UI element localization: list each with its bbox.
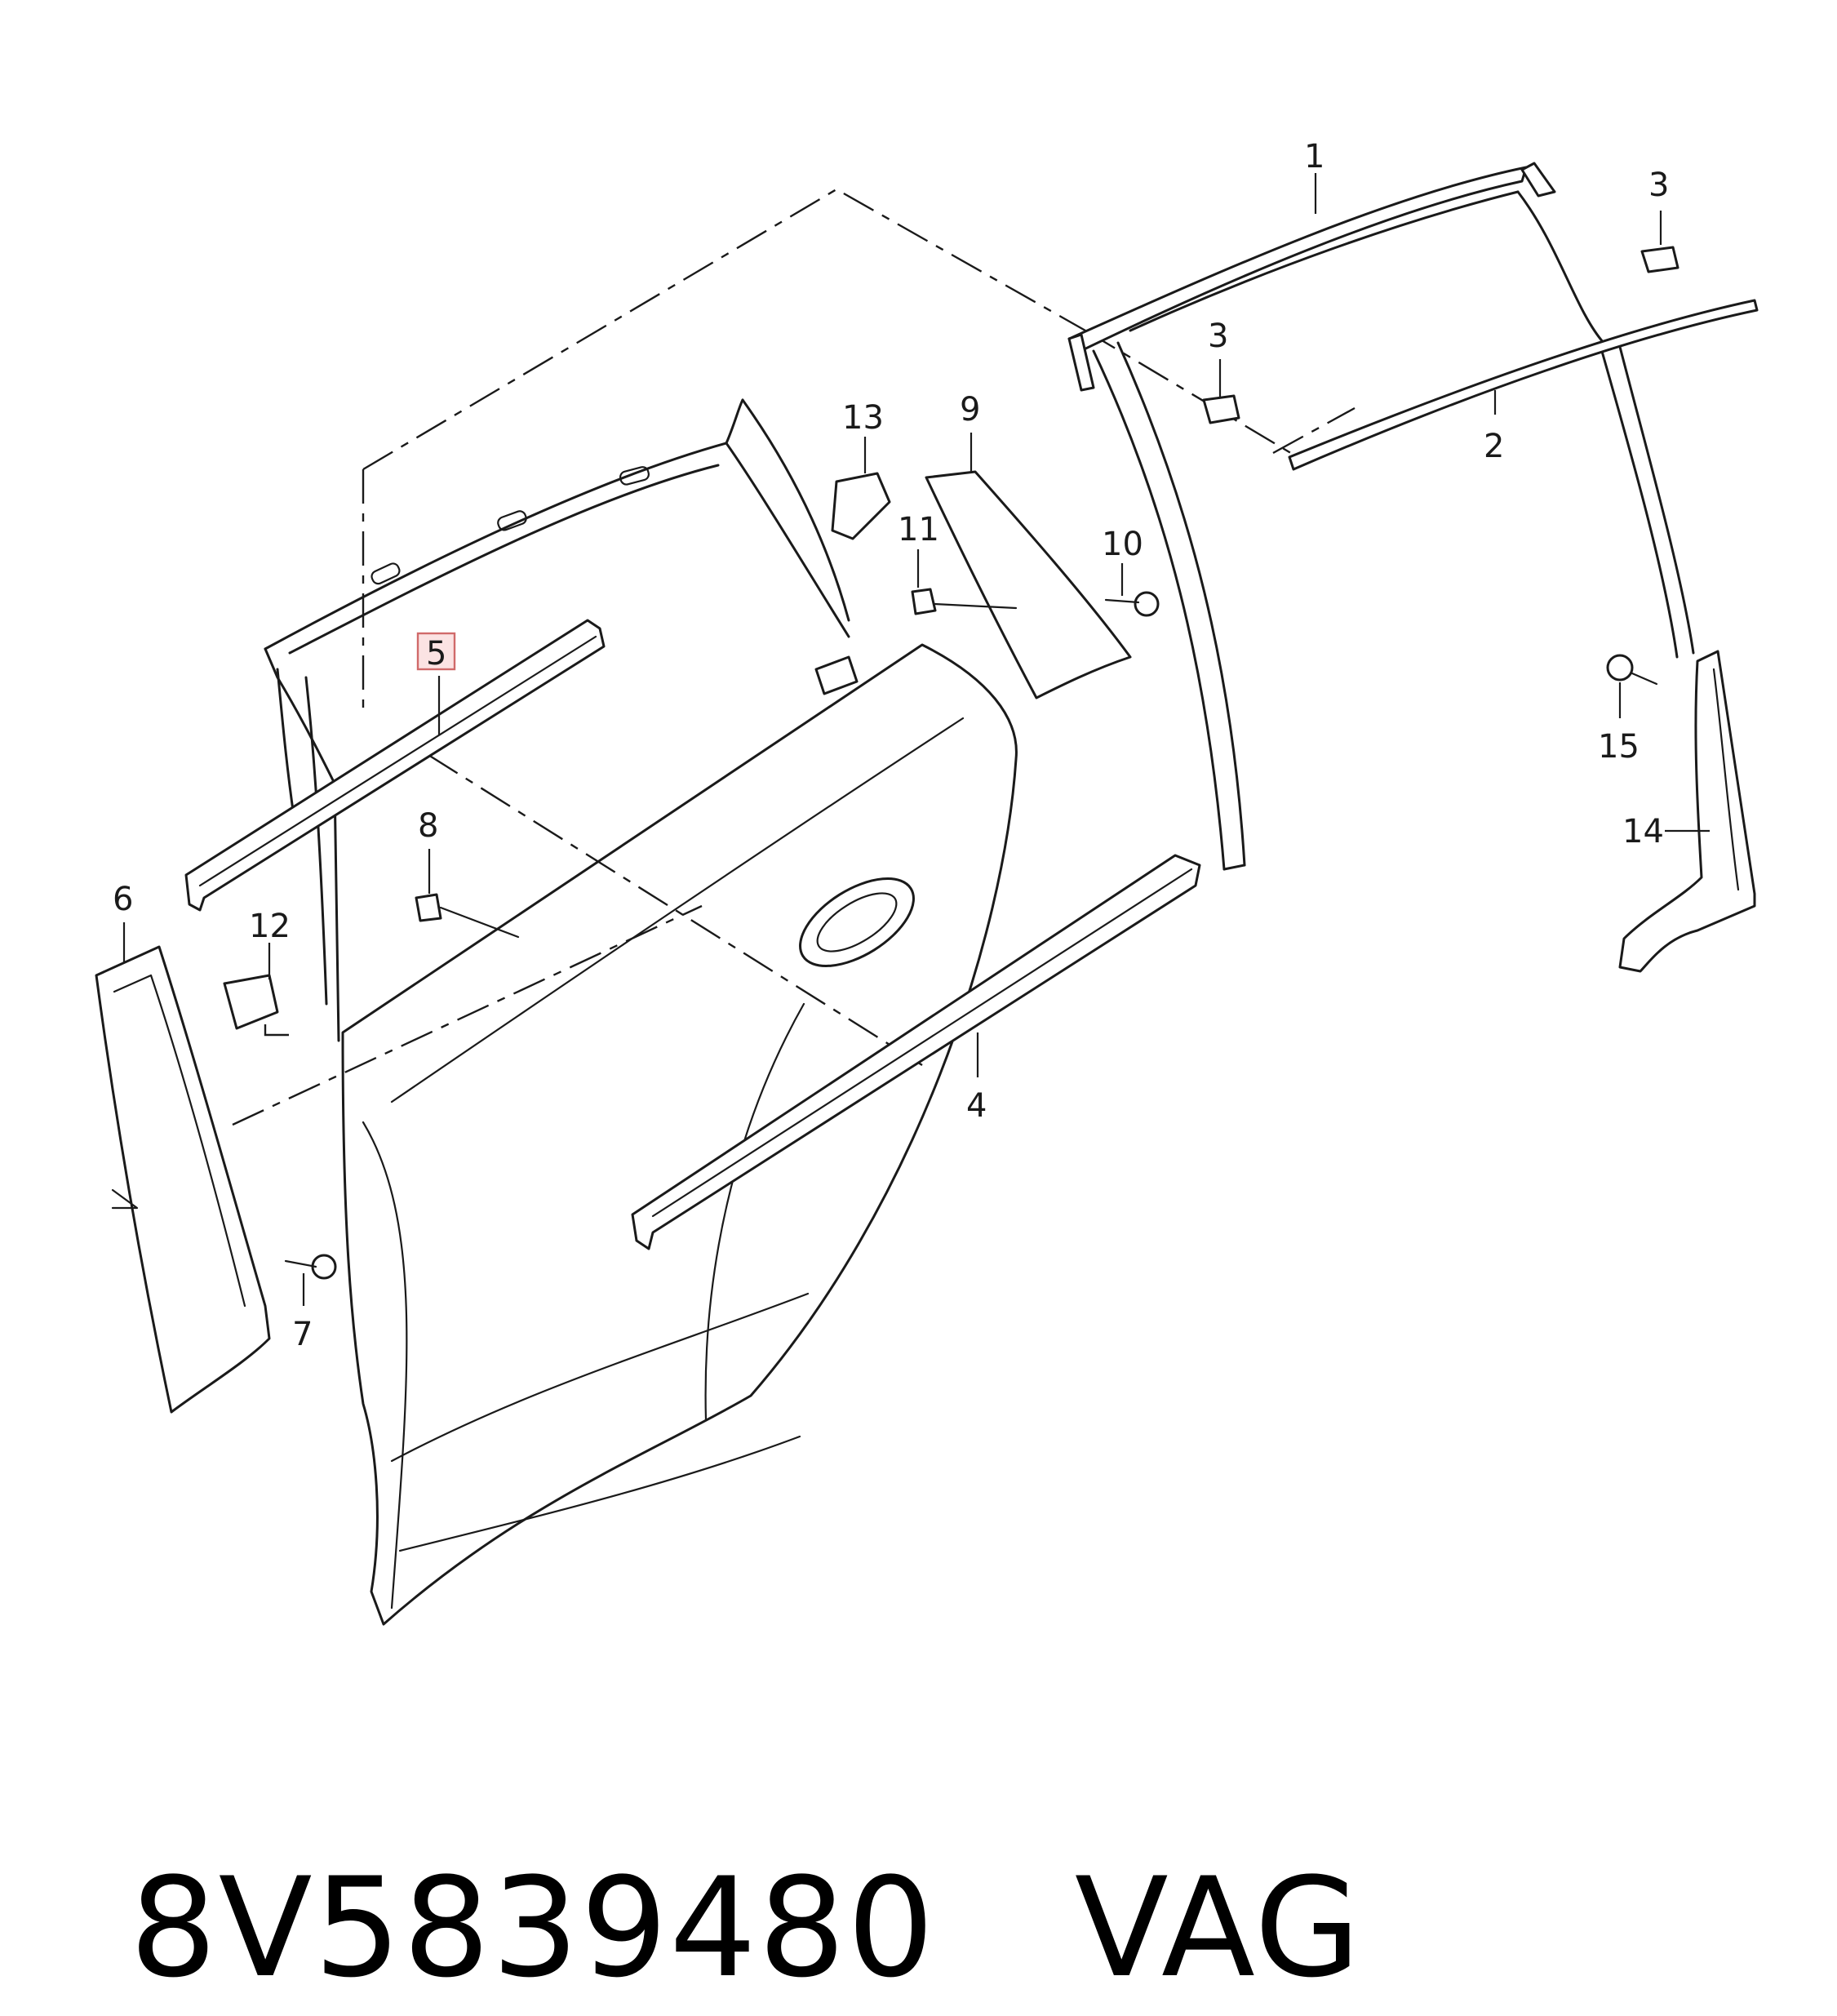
callout-4: 4 xyxy=(966,1087,987,1125)
clip-part-11 xyxy=(911,588,1018,615)
callout-9: 9 xyxy=(960,391,980,429)
callout-13: 13 xyxy=(842,399,884,437)
brand-name: VAG xyxy=(1074,1848,1363,2008)
callout-14: 14 xyxy=(1622,813,1664,850)
callout-7: 7 xyxy=(292,1316,313,1353)
assembly-reference-lines xyxy=(232,188,1356,1126)
part-number: 8V5839480 xyxy=(129,1848,936,2008)
clip-part-8 xyxy=(415,893,520,939)
callout-12: 12 xyxy=(249,908,291,945)
triangle-trim-part-9 xyxy=(925,470,1132,699)
quarter-trim-part-14 xyxy=(1618,650,1756,973)
pillar-trim-part-6 xyxy=(95,945,271,1414)
callout-10: 10 xyxy=(1102,526,1143,563)
inner-window-seal-part-5 xyxy=(184,619,606,912)
rear-door xyxy=(264,398,1018,1626)
flange-line xyxy=(111,1188,139,1210)
callout-5: 5 xyxy=(426,635,446,673)
callout-1: 1 xyxy=(1304,138,1325,175)
outer-window-seal-part-4 xyxy=(631,854,1201,1250)
bolt-part-10 xyxy=(1104,591,1160,617)
clip-part-3-upper xyxy=(1640,246,1679,273)
callout-11: 11 xyxy=(898,511,939,548)
callout-3-upper: 3 xyxy=(1648,167,1669,204)
window-frame-trim-part-1 xyxy=(1067,162,1695,871)
bolt-part-15 xyxy=(1606,654,1658,686)
bracket-part-13 xyxy=(831,472,891,540)
bolt-part-7 xyxy=(284,1254,337,1280)
callout-6: 6 xyxy=(113,881,133,918)
callouts: 1 2 3 3 4 5 6 7 8 9 10 11 12 13 14 15 xyxy=(113,138,1669,1353)
clip-part-3-lower xyxy=(1202,394,1240,424)
callout-3-lower: 3 xyxy=(1208,317,1228,355)
callout-leaders xyxy=(122,173,1710,1306)
callout-15: 15 xyxy=(1598,728,1640,766)
roof-strip-part-2 xyxy=(1288,299,1759,471)
callout-5-highlight xyxy=(416,632,456,671)
callout-8: 8 xyxy=(418,807,438,845)
bracket-part-12 xyxy=(223,974,279,1030)
callout-2: 2 xyxy=(1484,428,1504,465)
